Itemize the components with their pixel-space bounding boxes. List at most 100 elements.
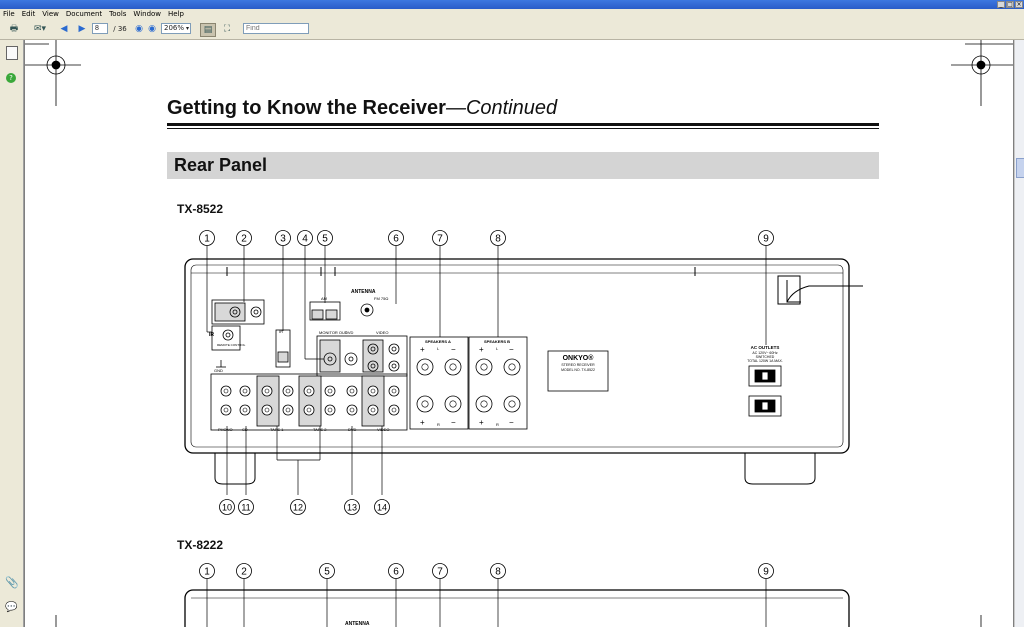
pages-icon[interactable]	[6, 46, 18, 60]
help-icon[interactable]: ?	[6, 73, 16, 83]
speaker-b-minus: −	[509, 345, 514, 354]
audio-jack	[220, 404, 232, 416]
speaker-binding-post	[444, 395, 462, 413]
callout-2-6-circle	[388, 563, 404, 579]
speaker-b-right: R	[496, 422, 499, 427]
speaker-b-minus-2: −	[509, 418, 514, 427]
audio-jack-center	[306, 407, 312, 413]
dvd-label-bottom: DVD	[348, 427, 357, 432]
back-view-icon[interactable]: ◉	[135, 24, 143, 34]
previous-page-icon[interactable]: ◀	[60, 24, 68, 34]
callout-12-circle	[290, 499, 306, 515]
cd-label: CD	[242, 427, 248, 432]
menu-help[interactable]: Help	[168, 10, 184, 18]
zoom-select[interactable]: 206%▾	[161, 23, 191, 34]
ac-spec1: AC 120V~ 60Hz	[752, 351, 777, 355]
speaker-binding-post-center	[449, 363, 457, 371]
audio-jack-center	[349, 407, 355, 413]
menu-tools[interactable]: Tools	[109, 10, 127, 18]
monitor-out-label: MONITOR OUT	[319, 330, 348, 335]
zoom-value: 206%	[164, 24, 185, 32]
callout-9-circle	[758, 230, 774, 246]
speaker-binding-post	[475, 395, 493, 413]
next-page-icon[interactable]: ▶	[78, 24, 86, 34]
menu-file[interactable]: File	[3, 10, 15, 18]
comments-icon[interactable]: 💬	[5, 602, 18, 613]
audio-jack	[346, 385, 358, 397]
callout-11-circle	[238, 499, 254, 515]
audio-jack	[261, 404, 273, 416]
remote-label: REMOTE CONTROL	[217, 343, 246, 347]
minimize-button[interactable]: _	[997, 1, 1005, 8]
callout-13-circle	[344, 499, 360, 515]
speaker-a-minus: −	[451, 345, 456, 354]
audio-jack-center	[264, 407, 270, 413]
menu-edit[interactable]: Edit	[21, 10, 36, 18]
audio-jack-center	[327, 388, 333, 394]
audio-jack-center	[327, 407, 333, 413]
chevron-down-icon: ▾	[185, 25, 189, 32]
audio-jack	[220, 385, 232, 397]
ac-outlets-label: AC OUTLETS	[751, 345, 780, 350]
callout-13: 13	[347, 503, 357, 513]
audio-jack-center	[242, 407, 248, 413]
page-total: / 36	[113, 25, 127, 33]
scrollbar-thumb[interactable]	[1016, 158, 1024, 178]
model-label-2: TX-8222	[177, 538, 224, 552]
gnd-label: GND	[214, 368, 223, 373]
document-page: Getting to Know the Receiver—Continued R…	[25, 40, 1013, 627]
callout-3: 3	[280, 234, 286, 245]
callout-2-circle	[236, 230, 252, 246]
ir-small-label: IR	[279, 329, 283, 334]
fit-width-icon[interactable]: ⛶	[223, 24, 231, 34]
chassis-outline-2	[184, 589, 850, 627]
audio-jack	[367, 385, 379, 397]
ir-label: IR	[209, 332, 214, 338]
callout-2: 2	[241, 234, 247, 245]
forward-view-icon[interactable]: ◉	[148, 24, 156, 34]
toolbar: 🖶 ✉▾ ◀ ▶ / 36 ◉ ◉ 206%▾ ▤ ⛶	[0, 20, 1024, 40]
speaker-a-plus-2: +	[420, 418, 425, 427]
page-number-input[interactable]	[92, 23, 108, 34]
email-icon[interactable]: ✉▾	[33, 24, 47, 34]
attachment-icon[interactable]: 📎	[5, 576, 19, 589]
video-jack-block	[316, 335, 408, 377]
audio-jack-center	[306, 388, 312, 394]
close-button[interactable]: ×	[1015, 1, 1023, 8]
callout-2-5: 5	[324, 567, 330, 578]
callout-2-8-circle	[490, 563, 506, 579]
tape2-label: TAPE 2	[313, 427, 327, 432]
vertical-scrollbar[interactable]	[1014, 40, 1024, 627]
menu-view[interactable]: View	[42, 10, 59, 18]
registration-marks	[25, 40, 1013, 627]
single-page-icon[interactable]: ▤	[200, 23, 216, 37]
speaker-a-right: R	[437, 422, 440, 427]
menu-window[interactable]: Window	[133, 10, 162, 18]
callout-4-circle	[297, 230, 313, 246]
find-input[interactable]	[243, 23, 309, 34]
print-icon[interactable]: 🖶	[9, 24, 19, 34]
ac-spec3: TOTAL 120W 1A MAX.	[747, 359, 783, 363]
callout-2-9-circle	[758, 563, 774, 579]
ac-spec2: SWITCHED	[756, 355, 775, 359]
brand-logo: ONKYO®	[563, 354, 595, 362]
video-label-bottom: VIDEO	[377, 427, 389, 432]
callout-1-circle	[199, 230, 215, 246]
model-label-1: TX-8522	[177, 202, 224, 216]
callout-2-7-circle	[432, 563, 448, 579]
callout-5-circle	[317, 230, 333, 246]
callout-6: 6	[393, 234, 399, 245]
nameplate-line1: STEREO RECEIVER	[561, 363, 595, 367]
am-label: AM	[321, 296, 327, 301]
video-label-top: VIDEO	[376, 330, 388, 335]
speaker-binding-post-center	[449, 400, 457, 408]
callout-7-circle	[432, 230, 448, 246]
callout-12: 12	[293, 503, 303, 513]
section-band: Rear Panel	[167, 152, 879, 179]
callout-9: 9	[763, 234, 769, 245]
title-bar: _ □ ×	[0, 0, 1024, 9]
speaker-binding-post-center	[480, 400, 488, 408]
menu-document[interactable]: Document	[65, 10, 103, 18]
maximize-button[interactable]: □	[1006, 1, 1014, 8]
tape1-label: TAPE 1	[270, 427, 284, 432]
